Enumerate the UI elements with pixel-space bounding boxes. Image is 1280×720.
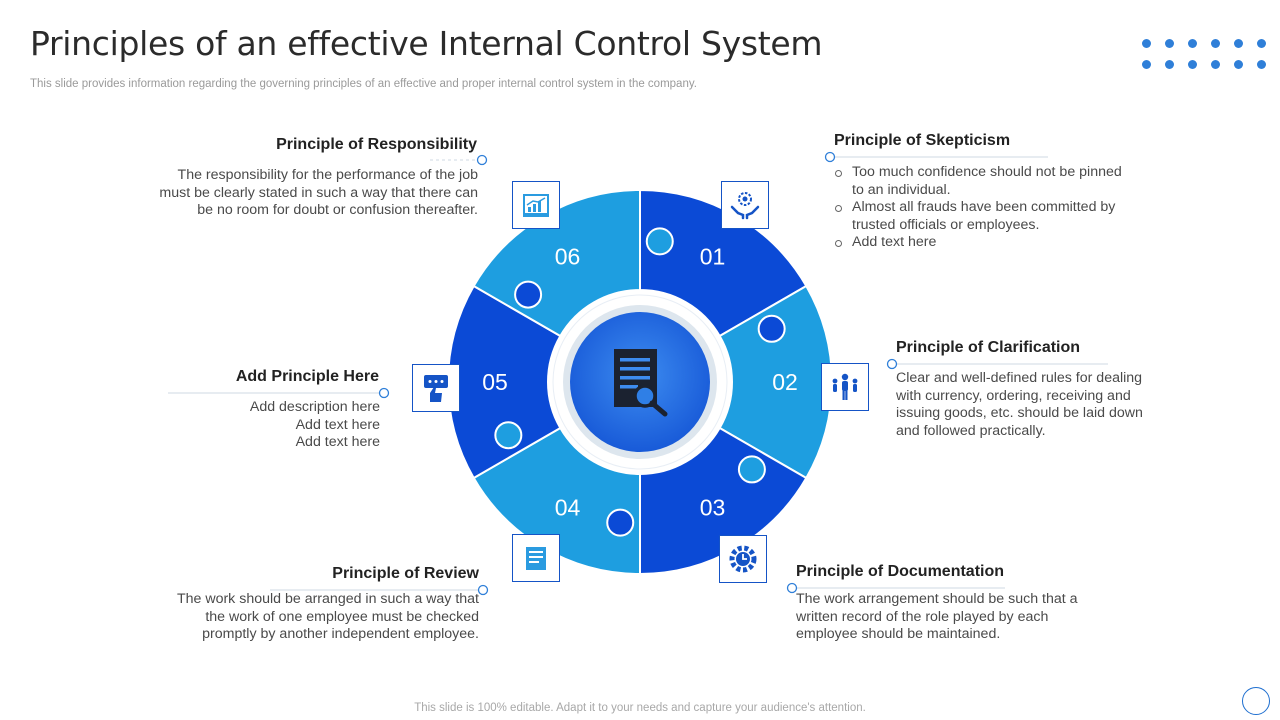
principle-responsibility-text: The responsibility for the performance o…	[159, 167, 478, 219]
description-line: Add text here	[295, 434, 380, 451]
footer-note: This slide is 100% editable. Adapt it to…	[414, 702, 866, 714]
connector-dot	[477, 584, 489, 596]
connector-dot	[378, 387, 390, 399]
principle-skepticism-bullets: Too much confidence should not be pinned…	[834, 164, 1134, 252]
center-hub	[552, 294, 728, 470]
puzzle-knob	[606, 508, 635, 537]
puzzle-knob	[645, 227, 674, 256]
principle-documentation-text: The work arrangement should be such that…	[796, 591, 1078, 643]
people-group-icon	[832, 373, 858, 400]
segment-06-icon-box	[512, 181, 560, 229]
principle-documentation-title: Principle of Documentation	[796, 563, 1005, 580]
gear-clock-icon	[729, 545, 757, 573]
principle-review-title: Principle of Review	[332, 565, 479, 582]
segment-04-icon-box	[512, 534, 560, 582]
principle-review-text: The work should be arranged in such a wa…	[176, 591, 479, 643]
segment-05-icon-box	[412, 364, 460, 412]
document-search-icon	[614, 349, 668, 417]
segment-number-01: 01	[700, 243, 726, 269]
segment-03-icon-box	[719, 535, 767, 583]
connector-dot	[476, 154, 488, 166]
principle-add-lines: Add description here Add text here Add t…	[180, 399, 380, 452]
puzzle-knob	[757, 314, 786, 343]
bullet-item: Add text here	[834, 234, 1134, 252]
principle-responsibility-title: Principle of Responsibility	[276, 136, 477, 153]
decorative-dots	[1136, 34, 1280, 78]
puzzle-knob	[494, 421, 523, 450]
page-subtitle: This slide provides information regardin…	[30, 78, 697, 90]
segment-number-06: 06	[555, 243, 581, 269]
hands-gear-icon	[730, 192, 760, 220]
segment-number-03: 03	[700, 495, 726, 521]
page-title: Principles of an effective Internal Cont…	[30, 24, 823, 63]
puzzle-knob	[514, 280, 543, 309]
description-line: Add text here	[295, 416, 380, 433]
segment-number-02: 02	[772, 369, 798, 395]
principle-clarification-title: Principle of Clarification	[896, 339, 1081, 356]
corner-circle-decoration	[1242, 687, 1270, 715]
bar-chart-icon	[523, 194, 549, 217]
segment-02-icon-box	[821, 363, 869, 411]
connector-dot	[886, 358, 898, 370]
puzzle-segment-05	[447, 284, 562, 480]
segment-01-icon-box	[721, 181, 769, 229]
principle-add-title: Add Principle Here	[235, 368, 379, 385]
document-icon	[526, 547, 546, 570]
connector-dot	[824, 151, 836, 163]
principle-clarification-text: Clear and well-defined rules for dealing…	[896, 370, 1143, 439]
bullet-item: Too much confidence should not be pinned…	[834, 164, 1134, 199]
connector-dot	[786, 582, 798, 594]
description-line: Add description here	[249, 399, 380, 415]
puzzle-knob	[737, 455, 766, 484]
segment-number-04: 04	[555, 495, 581, 521]
puzzle-segment-02	[718, 284, 833, 480]
thumbs-up-chat-icon	[424, 375, 448, 402]
segment-number-05: 05	[482, 369, 508, 395]
puzzle-segment-01	[639, 188, 808, 338]
puzzle-segment-04	[472, 426, 641, 576]
principle-skepticism-title: Principle of Skepticism	[834, 132, 1011, 149]
bullet-item: Almost all frauds have been committed by…	[834, 199, 1134, 234]
